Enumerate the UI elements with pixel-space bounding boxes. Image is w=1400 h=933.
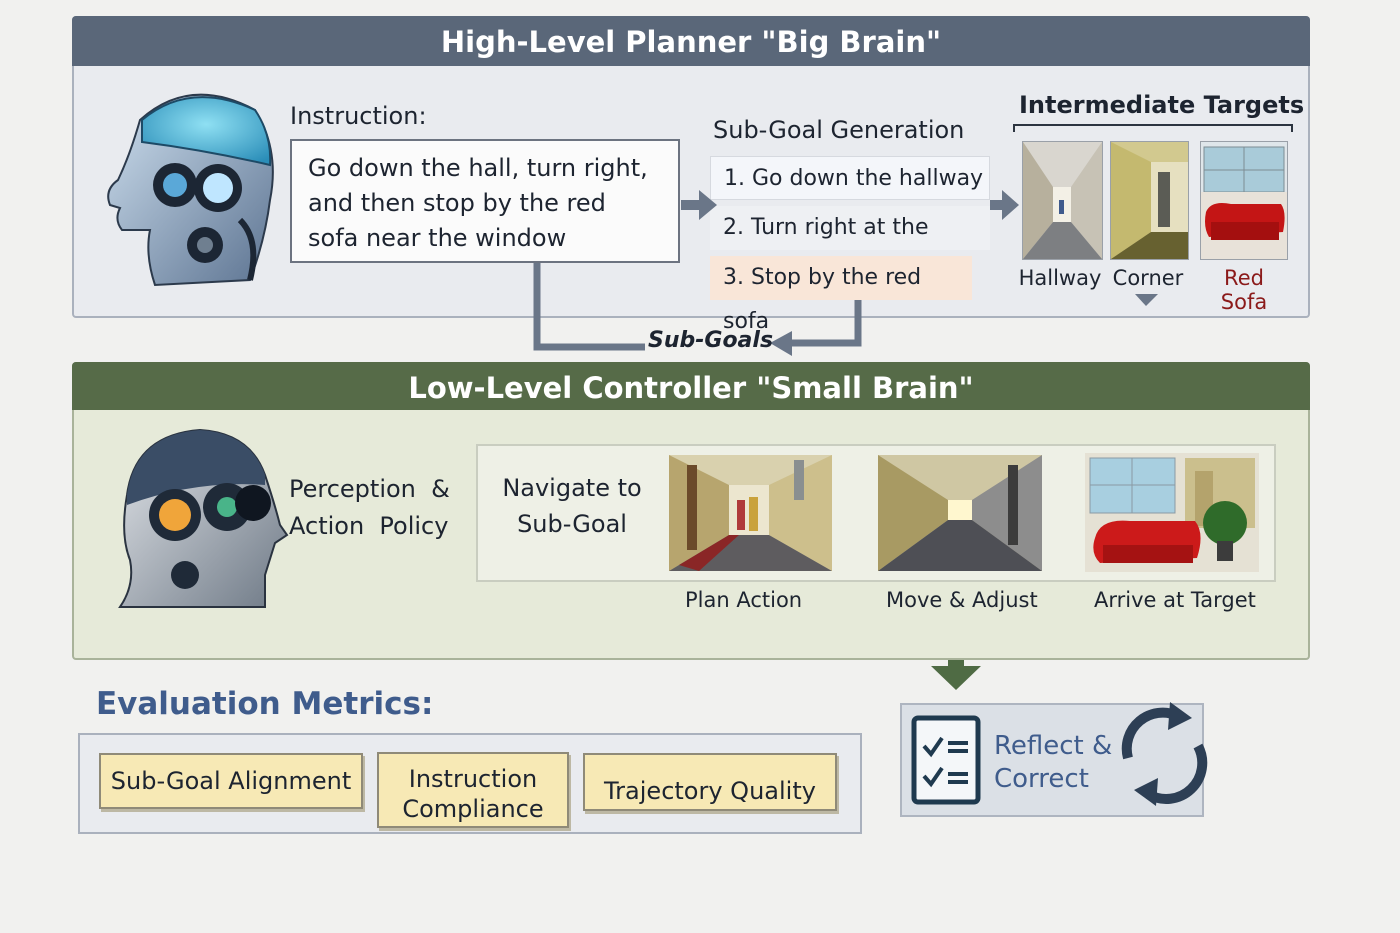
low-level-controller-title: Low-Level Controller "Small Brain" xyxy=(72,362,1310,410)
metric-trajectory-quality: Trajectory Quality xyxy=(583,753,837,811)
arrive-at-target-photo xyxy=(1085,453,1259,572)
corner-thumbnail xyxy=(1110,141,1189,260)
subgoal-item-1: 1. Go down the hallway xyxy=(710,156,990,200)
reflect-correct-label: Reflect & Correct xyxy=(994,731,1113,794)
targets-bracket xyxy=(1013,124,1293,132)
target-label-red-sofa: Red Sofa xyxy=(1220,266,1268,314)
hallway-thumbnail xyxy=(1022,141,1103,260)
controller-robot-head-icon xyxy=(118,428,289,608)
target-label-hallway: Hallway xyxy=(1018,266,1102,290)
arrow-subgoals-connector xyxy=(533,263,862,356)
high-level-planner-title: High-Level Planner "Big Brain" xyxy=(72,16,1310,66)
target-label-corner: Corner xyxy=(1112,266,1184,290)
subgoal-item-3: 3. Stop by the red sofa xyxy=(710,256,972,334)
step-move-adjust: Move & Adjust xyxy=(886,588,1038,612)
step-arrive-at-target: Arrive at Target xyxy=(1094,588,1256,612)
perception-action-policy-label: Perception & Action Policy xyxy=(289,475,450,540)
refresh-cycle-icon xyxy=(1121,702,1208,806)
llm-robot-head-icon xyxy=(107,93,274,287)
step-plan-action: Plan Action xyxy=(685,588,803,612)
instruction-label: Instruction: xyxy=(290,102,427,130)
plan-action-photo xyxy=(669,455,832,571)
subgoals-connector-label: Sub-Goals xyxy=(648,328,774,353)
navigate-to-subgoal-label: Navigate to Sub-Goal xyxy=(502,474,642,538)
move-adjust-photo xyxy=(878,455,1042,571)
evaluation-metrics-title: Evaluation Metrics: xyxy=(96,686,434,722)
arrow-subgoals-to-targets xyxy=(990,190,1019,220)
arrow-instruction-to-subgoals xyxy=(681,190,717,220)
arrow-down-corner xyxy=(1135,294,1158,306)
subgoal-generation-title: Sub-Goal Generation xyxy=(713,116,965,144)
checklist-icon xyxy=(911,715,981,805)
high-level-planner-panel xyxy=(72,16,1310,318)
intermediate-targets-title: Intermediate Targets xyxy=(1019,91,1305,119)
red-sofa-thumbnail xyxy=(1200,141,1288,260)
instruction-text: Go down the hall, turn right, and then s… xyxy=(290,139,680,263)
metric-instruction-compliance: Instruction Compliance xyxy=(377,752,569,828)
metric-subgoal-alignment: Sub-Goal Alignment xyxy=(99,753,363,809)
